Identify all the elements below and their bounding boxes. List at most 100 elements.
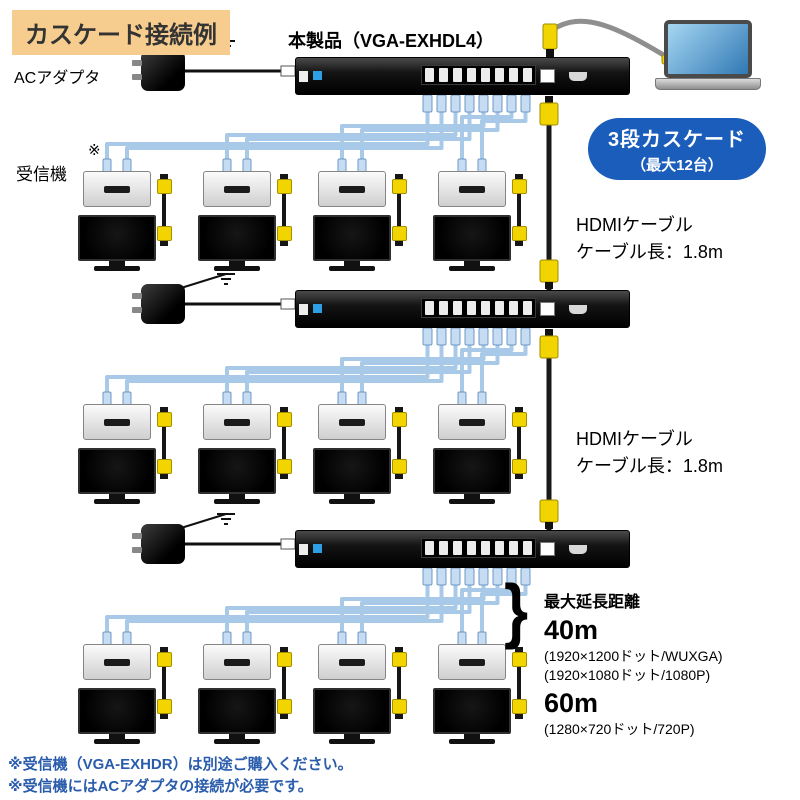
hdmi-cable-icon <box>155 174 173 246</box>
lan-cable <box>105 344 430 396</box>
hdmi-slot <box>224 419 250 426</box>
monitor-neck <box>109 734 125 739</box>
hdmi-plug-icon <box>511 699 527 714</box>
ac-adapter-icon <box>132 284 185 324</box>
receiver-label: 受信機 <box>16 165 67 184</box>
hdmi-wire <box>517 667 521 699</box>
lan-plug-icon <box>492 567 503 586</box>
hdmi-slot <box>459 419 485 426</box>
hdmi-tip <box>280 241 288 246</box>
hdmi-plug-icon <box>276 412 292 427</box>
laptop-screen <box>664 20 752 78</box>
lan-plug-icon <box>436 327 447 346</box>
power-led-icon <box>313 304 322 313</box>
distribution-unit-3 <box>295 530 630 568</box>
lan-cable <box>360 111 500 163</box>
lan-port <box>509 68 518 82</box>
monitor-icon <box>433 215 511 271</box>
ground-icon <box>180 513 235 529</box>
monitor-icon <box>313 688 391 744</box>
hdmi-cable-icon <box>390 647 408 719</box>
monitor-icon <box>433 688 511 744</box>
lan-port <box>467 68 476 82</box>
power-plug-icon <box>280 298 296 310</box>
hdmi-plug-icon <box>545 96 553 103</box>
lan-cable <box>125 344 444 396</box>
hdmi-plug-icon <box>276 179 292 194</box>
lan-plug-icon <box>478 327 489 346</box>
lan-plug-icon <box>422 94 433 113</box>
hdmi-wire <box>397 427 401 459</box>
ground-icon <box>180 273 235 289</box>
receiver-unit-icon <box>83 171 151 207</box>
lan-port-strip <box>421 65 536 85</box>
ac-adapter-label: ACアダプタ <box>14 70 101 87</box>
hdmi-plug-icon <box>391 226 407 241</box>
lan-plug-icon <box>478 94 489 113</box>
power-plug-icon <box>280 538 296 550</box>
hdmi-plug-icon <box>511 652 527 667</box>
lan-plug-icon <box>436 94 447 113</box>
monitor-neck <box>229 494 245 499</box>
hdmi-tip <box>395 174 403 179</box>
distance-40m-res1: (1920×1200ドット/WUXGA) <box>544 648 723 664</box>
monitor-base <box>214 499 260 504</box>
hdmi-plug-icon <box>391 652 407 667</box>
hdmi-slot <box>224 659 250 666</box>
lan-port <box>495 301 504 315</box>
hdmi-slot <box>339 419 365 426</box>
power-inlet <box>299 304 308 315</box>
laptop-base <box>655 78 761 90</box>
hdmi-plug-icon <box>539 499 559 523</box>
receiver-unit-icon <box>203 404 271 440</box>
hdmi-wire <box>517 194 521 226</box>
lan-plug-icon <box>464 327 475 346</box>
plug-prong <box>132 60 142 66</box>
distance-40m-res2: (1920×1080ドット/1080P) <box>544 667 711 683</box>
lan-plug-icon <box>520 327 531 346</box>
ac-adapter-icon <box>132 51 185 91</box>
monitor-base <box>449 739 495 744</box>
lan-port <box>495 68 504 82</box>
hdmi-tip <box>160 407 168 412</box>
product-label: 本製品（VGA-EXHDL4） <box>288 31 495 51</box>
cascade-port <box>540 542 555 556</box>
monitor-icon <box>313 448 391 504</box>
laptop-icon <box>655 20 761 90</box>
lan-port <box>481 68 490 82</box>
lan-plug-icon <box>422 567 433 586</box>
power-led-icon <box>313 71 322 80</box>
lan-cable <box>360 584 500 636</box>
monitor-neck <box>109 261 125 266</box>
lan-plug-icon <box>464 94 475 113</box>
lan-port <box>509 301 518 315</box>
monitor-icon <box>78 688 156 744</box>
lan-port <box>523 68 532 82</box>
monitor-neck <box>464 734 480 739</box>
lan-cable <box>225 111 458 163</box>
monitor-screen <box>198 215 276 261</box>
lan-plug-icon <box>492 94 503 113</box>
hdmi-plug-icon <box>156 226 172 241</box>
monitor-neck <box>344 261 360 266</box>
lan-cable <box>360 344 500 396</box>
hdmi-plug-icon <box>276 459 292 474</box>
lan-plug-icon <box>450 327 461 346</box>
lan-cable <box>340 344 486 396</box>
lan-cable <box>225 344 458 396</box>
hdmi-slot <box>459 186 485 193</box>
hdmi-slot <box>104 419 130 426</box>
distribution-unit-1 <box>295 57 630 95</box>
lan-cable <box>340 584 486 636</box>
lan-port <box>509 541 518 555</box>
lan-port <box>439 541 448 555</box>
lan-port <box>495 541 504 555</box>
monitor-icon <box>78 215 156 271</box>
monitor-icon <box>433 448 511 504</box>
plug-prong <box>132 533 142 539</box>
lan-cable <box>225 584 458 636</box>
receiver-unit-icon <box>203 644 271 680</box>
hdmi-plug-icon <box>545 329 553 336</box>
hdmi-slot <box>104 659 130 666</box>
hdmi-tip <box>515 174 523 179</box>
